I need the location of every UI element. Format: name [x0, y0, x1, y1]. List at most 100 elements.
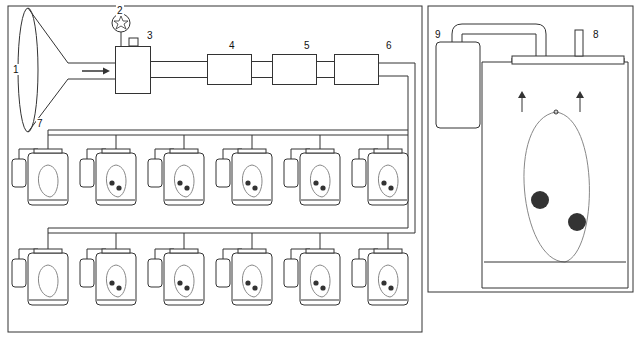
gauge-star	[114, 16, 128, 29]
dot	[568, 213, 586, 231]
dot	[320, 185, 325, 190]
chimney	[320, 237, 321, 249]
egg-outline	[378, 265, 398, 297]
dot	[116, 185, 121, 190]
funnel-mouth	[18, 8, 38, 132]
chamber-lid	[374, 149, 402, 153]
egg-outline	[174, 265, 194, 297]
base-line	[97, 200, 135, 201]
callout-number: 1	[12, 64, 20, 75]
egg-outline	[242, 165, 262, 197]
chimney	[184, 137, 185, 149]
gauge	[112, 14, 130, 32]
arrow-head	[518, 91, 584, 98]
egg-outline	[242, 265, 262, 297]
dot	[252, 185, 257, 190]
base-line	[369, 200, 407, 201]
chamber	[28, 253, 68, 305]
pipe	[68, 63, 115, 79]
dot	[381, 280, 386, 285]
dot	[245, 180, 250, 185]
pipe-connector	[252, 62, 272, 78]
dot	[109, 280, 114, 285]
egg-outline	[310, 165, 330, 197]
dot	[313, 280, 318, 285]
process-box: 6	[334, 54, 379, 85]
trap-bottle	[12, 259, 26, 287]
trap-bottle	[352, 259, 366, 287]
pipe-connector	[317, 62, 334, 78]
base-line	[165, 300, 203, 301]
egg-outline	[38, 265, 58, 297]
trap-bottle	[148, 259, 162, 287]
callout-number: 9	[434, 29, 442, 40]
callout-number: 5	[303, 40, 311, 51]
egg-outline	[310, 265, 330, 297]
egg-outline	[38, 165, 58, 197]
chamber	[232, 153, 272, 205]
egg-pore	[554, 110, 558, 114]
base-line	[233, 300, 271, 301]
dot	[252, 285, 257, 290]
process-box: 3	[115, 46, 151, 94]
base-line	[233, 200, 271, 201]
chamber-lid	[374, 249, 402, 253]
base-line	[301, 200, 339, 201]
callout-number: 7	[36, 118, 44, 129]
trap-bottle	[12, 159, 26, 187]
egg-outline	[106, 265, 126, 297]
dot	[177, 180, 182, 185]
chamber-lid	[170, 149, 198, 153]
chimney	[48, 237, 49, 249]
chimney	[116, 237, 117, 249]
egg-outline	[524, 112, 589, 262]
trap-bottle	[216, 259, 230, 287]
chamber	[232, 253, 272, 305]
chimney	[575, 30, 583, 56]
pipe-connector	[151, 62, 207, 78]
chimney	[48, 137, 49, 149]
base-line	[165, 200, 203, 201]
dot	[184, 285, 189, 290]
dot	[388, 185, 393, 190]
valve-fitting	[129, 38, 138, 46]
trap-bottle	[436, 42, 480, 128]
dot	[109, 180, 114, 185]
dot	[177, 280, 182, 285]
chamber-lid	[238, 149, 266, 153]
trap-bottle	[352, 159, 366, 187]
chamber-lid	[512, 56, 624, 64]
panel-frame	[428, 6, 633, 292]
funnel-body	[28, 8, 68, 132]
panel-frame	[8, 6, 422, 332]
airflow-arrow	[522, 96, 580, 112]
chimney	[388, 137, 389, 149]
chamber	[96, 153, 136, 205]
egg-outline	[378, 165, 398, 197]
chamber-lid	[102, 149, 130, 153]
chamber	[300, 153, 340, 205]
trap-bottle	[284, 259, 298, 287]
dot	[381, 180, 386, 185]
callout-number: 6	[385, 40, 393, 51]
base-line	[301, 300, 339, 301]
chamber-lid	[34, 249, 62, 253]
dot	[184, 185, 189, 190]
base-line	[29, 200, 67, 201]
process-box: 4	[207, 54, 252, 85]
egg-outline	[174, 165, 194, 197]
dot	[388, 285, 393, 290]
chamber	[164, 253, 204, 305]
arrow-head	[103, 68, 110, 75]
dot	[320, 285, 325, 290]
chimney	[388, 237, 389, 249]
process-box: 5	[272, 54, 317, 85]
base-line	[29, 300, 67, 301]
chamber-lid	[238, 249, 266, 253]
trap-bottle	[148, 159, 162, 187]
chamber	[482, 58, 628, 288]
chamber	[300, 253, 340, 305]
tube	[452, 24, 546, 60]
